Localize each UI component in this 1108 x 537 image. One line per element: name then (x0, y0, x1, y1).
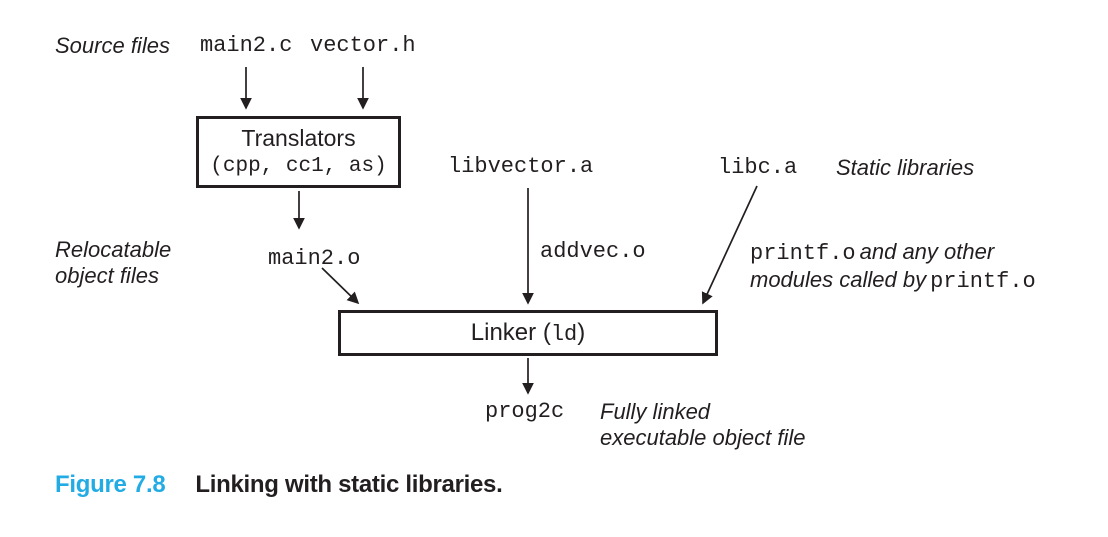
relocatable-label-line1: Relocatable (55, 237, 172, 262)
linker-box: Linker (ld) (338, 310, 718, 356)
output-note-line1: Fully linked (600, 399, 711, 424)
arrow-main2o-to-linker (321, 267, 360, 305)
figure-caption-number: Figure 7.8 (55, 471, 166, 498)
printf-note-line2: modules called by printf.o (750, 267, 1036, 296)
linker-title-code: ld (550, 322, 578, 347)
translators-subtitle: (cpp, cc1, as) (210, 155, 387, 178)
relocatable-label-line2: object files (55, 263, 159, 288)
output-note-line2: executable object file (600, 425, 806, 450)
printf-note-line2-text: modules called by (750, 267, 927, 292)
translators-title: Translators (241, 125, 356, 151)
file-main2-o: main2.o (268, 246, 361, 271)
file-prog2c: prog2c (485, 399, 565, 424)
printf-note-line1-text: and any other (859, 239, 995, 264)
file-printf-o: printf.o (750, 241, 856, 266)
file-addvec-o: addvec.o (540, 239, 646, 264)
printf-note-line2-code: printf.o (930, 269, 1036, 294)
linker-title-prefix: Linker ( (470, 319, 551, 346)
static-libraries-label: Static libraries (836, 155, 975, 180)
file-libvector-a: libvector.a (448, 154, 594, 179)
arrow-libc-to-linker (701, 185, 758, 305)
printf-note-line1: printf.o and any other (750, 239, 994, 268)
linker-title: Linker (ld) (471, 319, 585, 347)
file-main2-c: main2.c (200, 33, 293, 58)
file-libc-a: libc.a (718, 155, 798, 180)
figure-caption: Figure 7.8 Linking with static libraries… (55, 471, 503, 499)
translators-box: Translators (cpp, cc1, as) (196, 116, 401, 188)
file-vector-h: vector.h (310, 33, 416, 58)
figure-caption-title: Linking with static libraries. (195, 471, 503, 498)
linker-title-suffix: ) (577, 319, 586, 346)
source-files-label: Source files (55, 33, 170, 58)
